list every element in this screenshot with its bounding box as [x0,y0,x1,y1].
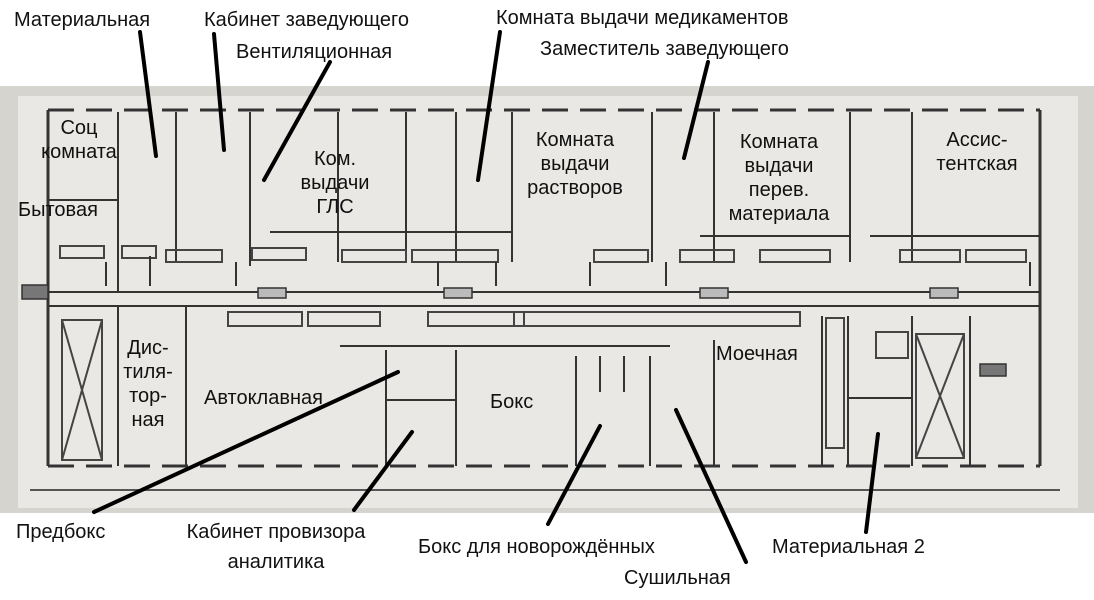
label-komnata-vydachi-rastvorov: Комната выдачи растворов [512,128,638,200]
fixture [825,317,845,449]
label-line: Комната [739,131,819,153]
fixture [759,249,831,263]
label-line: комната [41,141,117,163]
label-ventilyatsionnaya: Вентиляционная [236,41,393,63]
marker [929,287,959,299]
label-distillyatornaya: Дис- тиля- тор- ная [112,336,184,432]
label-boks-dlya-novorozhdennykh: Бокс для новорождённых [418,536,655,558]
leader-kabinet-zaveduyushchego [212,32,226,152]
label-kabinet-zaveduyushchego: Кабинет заведующего [204,9,409,31]
label-line: перев. [748,179,810,201]
label-line: Кабинет провизора [186,521,366,543]
fixture [411,249,499,263]
leader-ventilyatsionnaya [262,60,332,182]
fixture [899,249,961,263]
leader-materialnaya-2 [864,432,880,534]
label-predboks: Предбокс [16,521,106,543]
fixture [165,249,223,263]
label-line: тентская [936,153,1018,175]
fixture [341,249,407,263]
label-materialnaya-2: Материальная 2 [772,536,925,558]
corridor [48,291,1040,347]
fixture [121,245,157,259]
fixture [227,311,303,327]
north-room-partitions [48,112,1040,292]
label-line: аналитика [227,551,325,573]
label-moechnaya: Моечная [716,343,798,365]
marker [443,287,473,299]
marker [699,287,729,299]
south-room-fixtures [61,311,965,461]
label-line: материала [728,203,830,225]
fixture [965,249,1027,263]
label-materialnaya: Материальная [14,9,151,31]
exit-marker [979,363,1007,377]
fixture [513,311,801,327]
leader-materialnaya [138,30,158,158]
label-line: Ком. [313,148,357,170]
fixture [59,245,105,259]
staircase [915,333,965,459]
leader-sushilnaya [674,408,748,564]
label-line: Ассис- [946,129,1008,151]
label-line: тиля- [123,361,173,383]
label-line: Дис- [127,337,169,359]
south-room-partitions [117,306,971,466]
label-line: тор- [129,385,167,407]
entrance-marker [21,284,49,300]
label-assistentskaya: Ассис- тентская [922,128,1032,176]
corridor-markers [21,284,1007,377]
leader-komnata-vydachi-medikamentov [476,30,502,182]
label-line: Соц [60,117,98,139]
leader-lines [92,30,880,564]
label-line: ГЛС [316,196,354,218]
label-line: ная [131,409,165,431]
label-avtoklavnaya: Автоклавная [204,387,323,409]
plan-paper [18,96,1078,508]
label-komnata-vydachi-medikamentov: Комната выдачи медикаментов [496,7,789,29]
label-sots-komnata: Соц комната [34,116,124,164]
fixture [593,249,649,263]
staircase-mark [61,319,103,461]
label-line: растворов [527,177,623,199]
fixture [251,247,307,261]
leader-kabinet-provizora [352,430,414,512]
leader-zamestitel-zaveduyushchego [682,60,710,160]
staircase-mark [915,333,965,459]
leader-predboks [92,370,400,514]
label-bytovaya: Бытовая [18,199,98,221]
label-boks: Бокс [490,391,534,413]
label-line: выдачи [744,155,814,177]
label-kabinet-provizora-analitika: Кабинет провизора аналитика [158,520,394,574]
label-sushilnaya: Сушильная [624,567,731,589]
fixture [427,311,525,327]
leader-boks-dlya-novorozhdennykh [546,424,602,526]
staircase [61,319,103,461]
marker [257,287,287,299]
label-line: Комната [535,129,615,151]
label-zamestitel-zaveduyushchego: Заместитель заведующего [540,38,789,60]
fixture [307,311,381,327]
door-arrows [105,256,1031,286]
fixture [875,331,909,359]
north-room-fixtures [59,245,1027,263]
label-kom-vydachi-gls: Ком. выдачи ГЛС [290,147,380,219]
label-line: выдачи [300,172,370,194]
label-line: выдачи [540,153,610,175]
label-komnata-vydachi-perev-materiala: Комната выдачи перев. материала [714,130,844,226]
fixture [679,249,735,263]
